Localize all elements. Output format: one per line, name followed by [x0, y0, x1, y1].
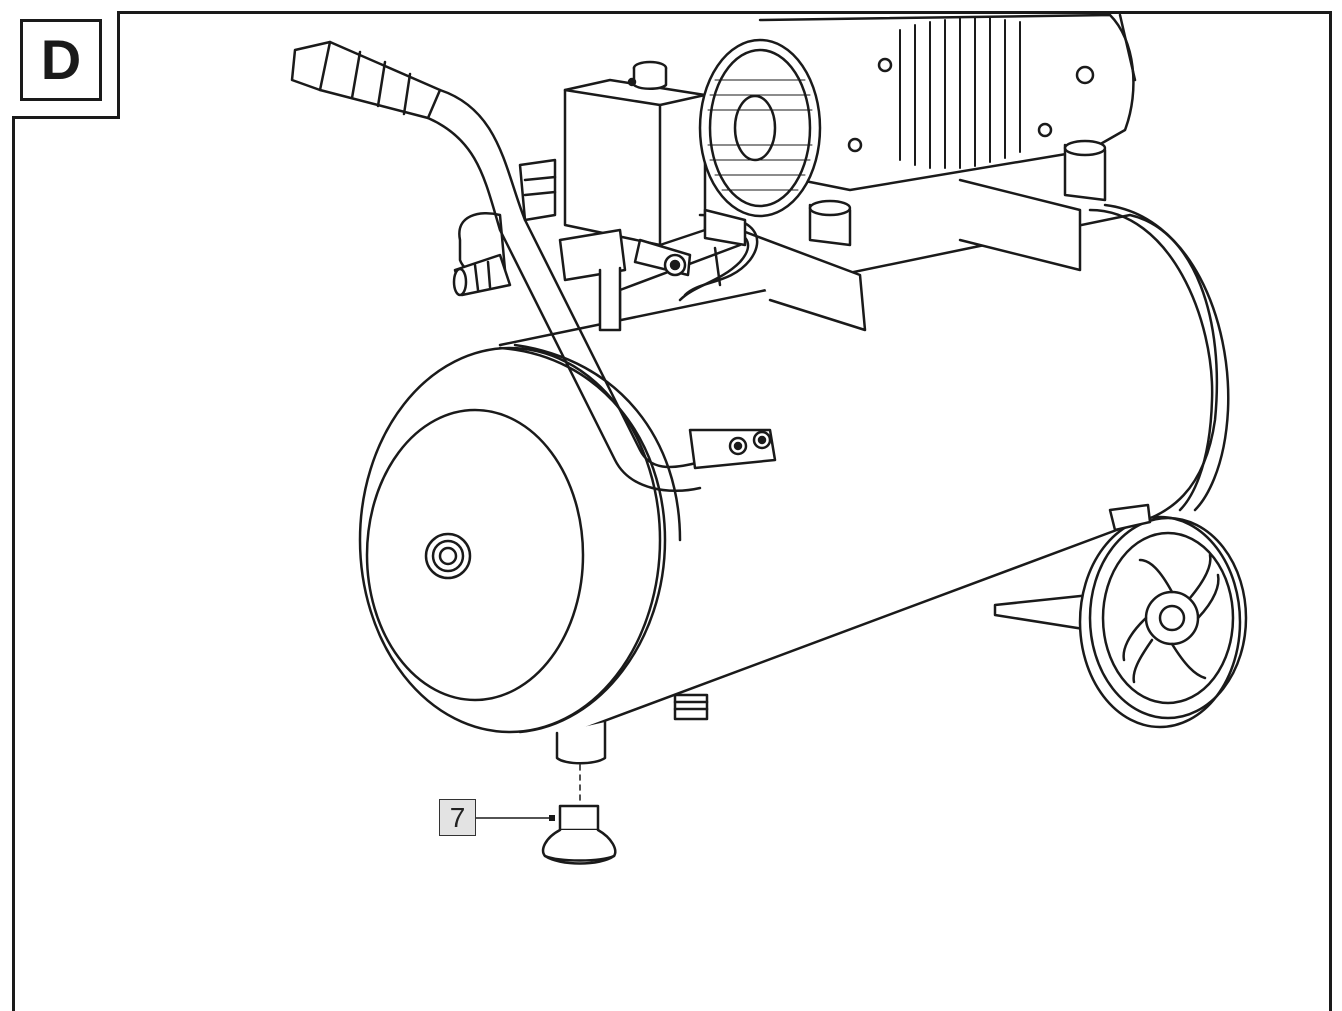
fan-grille: [707, 79, 813, 191]
drain-valve: [673, 693, 709, 721]
section-label-box: D: [12, 11, 120, 119]
handle-icon: [290, 40, 777, 493]
callout-number: 7: [439, 799, 476, 836]
figure-frame: [12, 11, 1332, 1011]
motor: [698, 13, 1137, 247]
foot-leg: [555, 720, 607, 801]
cooling-fins: [899, 17, 1021, 169]
pressure-switch: [563, 60, 707, 247]
rubber-foot-icon: [541, 804, 617, 865]
tank: [358, 203, 1230, 734]
wheel-icon: [993, 503, 1248, 729]
regulator-assembly: [452, 158, 747, 332]
section-label: D: [20, 19, 102, 101]
